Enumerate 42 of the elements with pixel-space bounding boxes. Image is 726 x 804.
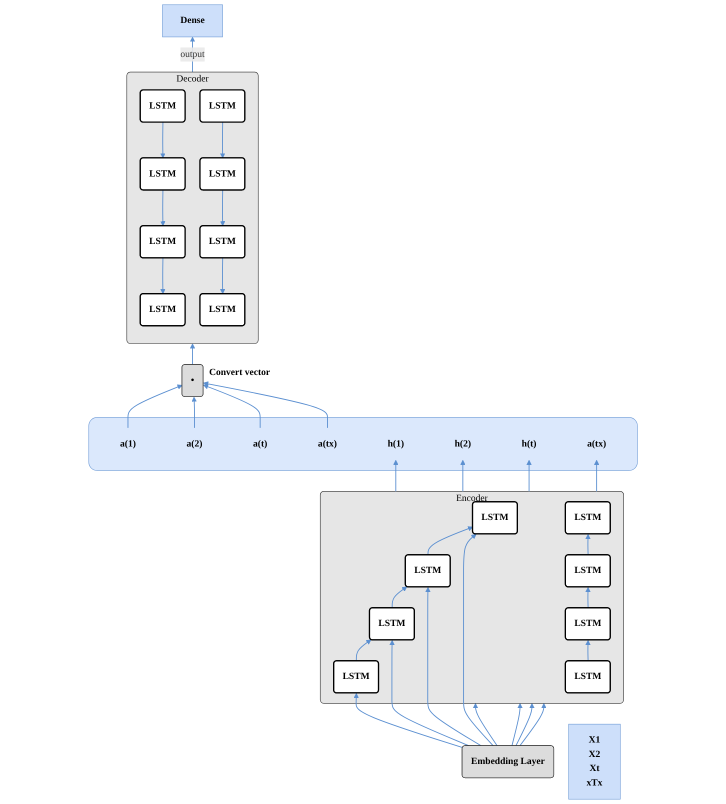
arrow bbox=[511, 703, 523, 746]
arrow bbox=[463, 534, 494, 746]
arrow bbox=[472, 703, 498, 746]
node-text: a(t) bbox=[252, 438, 268, 449]
node-text: a(1) bbox=[120, 438, 136, 449]
node-text: h(t) bbox=[522, 438, 536, 449]
arrow bbox=[585, 640, 590, 662]
arrow bbox=[427, 526, 473, 556]
node-text: h(1) bbox=[388, 438, 404, 449]
arrow bbox=[192, 396, 197, 428]
arrow bbox=[389, 640, 470, 746]
node-text: a(tx) bbox=[587, 438, 606, 449]
arrow bbox=[425, 586, 482, 746]
arrow bbox=[160, 122, 166, 158]
arrow bbox=[585, 586, 590, 608]
edge-label: output bbox=[180, 49, 205, 60]
arrow bbox=[594, 460, 600, 492]
arrow bbox=[160, 190, 166, 226]
arrow bbox=[220, 258, 226, 294]
arrow bbox=[519, 703, 546, 746]
arrow bbox=[160, 258, 166, 294]
arrow bbox=[220, 190, 226, 226]
arrow bbox=[585, 534, 590, 556]
arrow bbox=[515, 703, 534, 746]
node-text: a(tx) bbox=[318, 438, 337, 449]
arrow bbox=[127, 384, 182, 428]
arrow bbox=[220, 122, 226, 158]
arrow bbox=[526, 460, 532, 492]
arrow bbox=[354, 692, 463, 748]
arrow bbox=[203, 384, 261, 428]
node-caption: Convert vector bbox=[208, 368, 270, 378]
arrow bbox=[190, 343, 196, 365]
node-box: X1 X2 Xt xTx bbox=[568, 724, 620, 800]
arrow bbox=[393, 460, 398, 492]
arrow bbox=[356, 640, 372, 662]
arrow bbox=[392, 586, 408, 608]
arrow bbox=[203, 381, 328, 428]
node-box: Dense bbox=[162, 4, 223, 38]
arrow bbox=[460, 460, 466, 492]
node-text: a(2) bbox=[186, 438, 202, 449]
cluster bbox=[88, 417, 638, 471]
node-text: h(2) bbox=[454, 438, 471, 449]
